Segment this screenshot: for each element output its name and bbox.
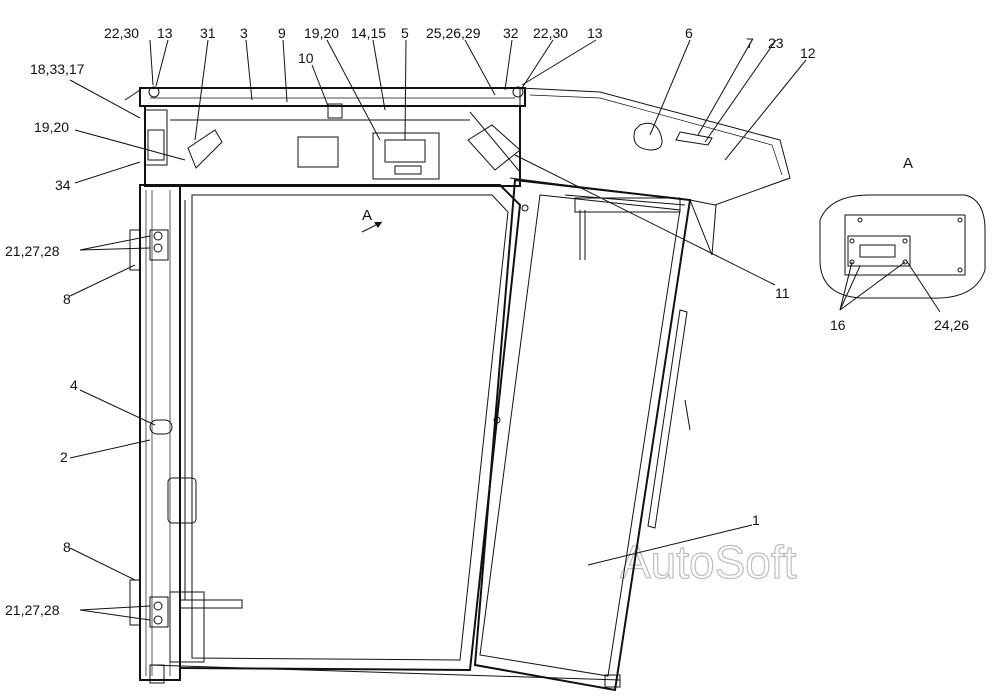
callout-14-15: 14,15	[351, 25, 386, 41]
callout-16: 16	[830, 317, 846, 333]
callout-32: 32	[503, 25, 519, 41]
callout-10: 10	[298, 50, 314, 66]
callout-8-top: 8	[63, 291, 71, 307]
callout-12: 12	[800, 45, 816, 61]
callout-5: 5	[401, 25, 409, 41]
leader-lines	[69, 39, 941, 621]
callout-9: 9	[278, 25, 286, 41]
callout-24-26: 24,26	[934, 317, 969, 333]
callout-11: 11	[775, 285, 790, 301]
callout-21-27-28-bottom: 21,27,28	[5, 602, 60, 618]
detail-view-label: A	[903, 155, 913, 172]
view-a-arrow: A	[361, 207, 383, 233]
callout-31: 31	[200, 25, 216, 41]
callout-21-27-28-top: 21,27,28	[5, 243, 60, 259]
callout-1: 1	[752, 512, 760, 528]
callout-18-33-17: 18,33,17	[30, 61, 85, 77]
callout-2: 2	[60, 449, 68, 465]
detail-view-a: A	[819, 155, 986, 299]
left-door-frame	[129, 184, 621, 684]
callout-7: 7	[746, 35, 754, 51]
callout-19-20-left: 19,20	[34, 119, 69, 135]
callout-6: 6	[685, 25, 693, 41]
callout-25-26-29: 25,26,29	[426, 25, 481, 41]
front-glass-panel	[473, 178, 692, 692]
callout-13-right: 13	[587, 25, 603, 41]
callout-4: 4	[70, 377, 78, 393]
callout-22-30-right: 22,30	[533, 25, 568, 41]
callout-34: 34	[55, 177, 71, 193]
watermark: AutoSoft	[620, 536, 797, 588]
callout-13-left: 13	[157, 25, 173, 41]
top-header-beam	[124, 86, 526, 187]
view-arrow-label: A	[362, 207, 372, 224]
roof-panel	[509, 87, 791, 256]
callout-labels: 22,30 13 31 3 9 10 19,20 14,15 5 25,26,2…	[5, 25, 969, 618]
callout-19-20-top: 19,20	[304, 25, 339, 41]
callout-22-30-left: 22,30	[104, 25, 139, 41]
callout-23: 23	[768, 35, 784, 51]
callout-8-bottom: 8	[63, 539, 71, 555]
callout-3: 3	[240, 25, 248, 41]
door-glass-frame	[179, 184, 529, 672]
